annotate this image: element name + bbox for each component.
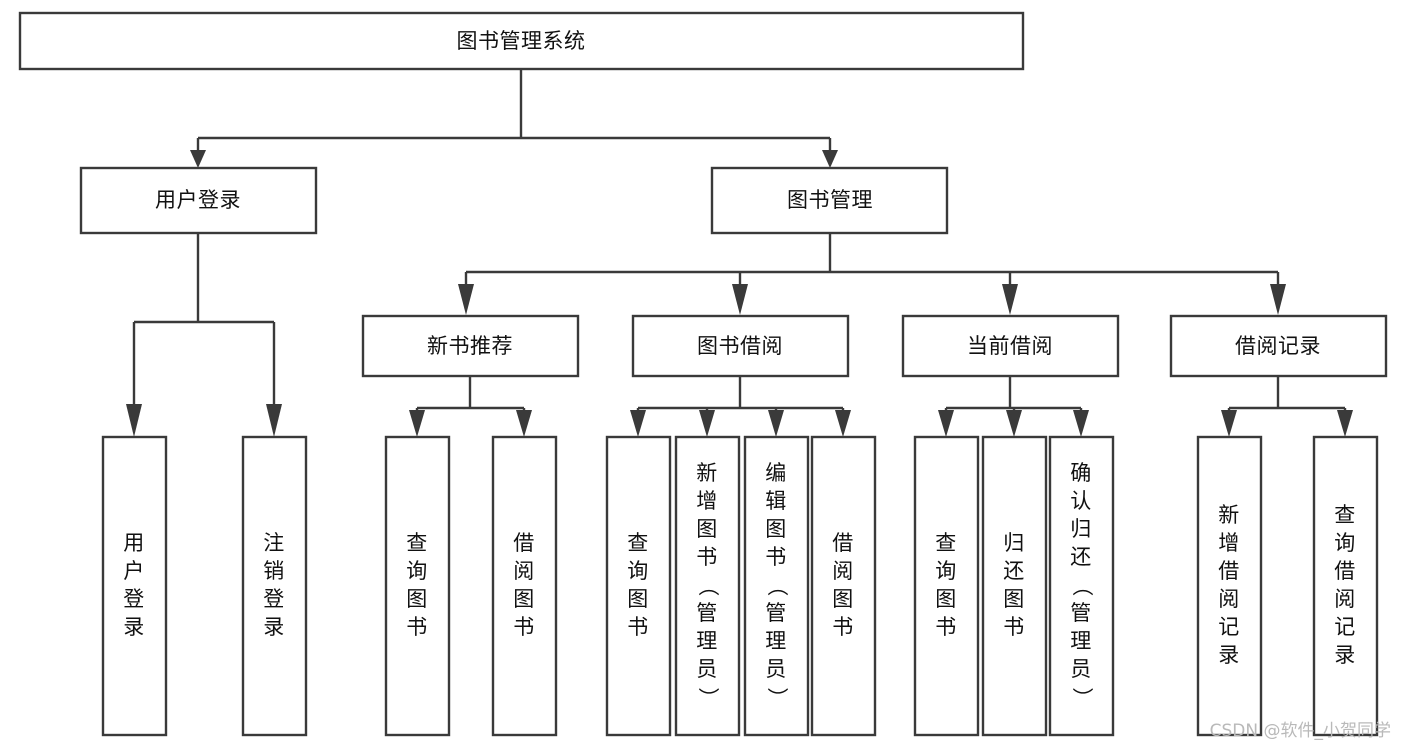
- leaf-add-record-box[interactable]: [1196, 435, 1263, 737]
- leaf-query-book-1-label: 查询图书: [406, 531, 428, 639]
- leaf-user-logout-box[interactable]: [241, 435, 308, 737]
- arrow-head-book-borrow: [732, 284, 748, 315]
- node-new-book-recommend[interactable]: 新书推荐: [361, 314, 580, 378]
- leaf-query-record-box[interactable]: [1312, 435, 1379, 737]
- leaf-edit-book-box[interactable]: [743, 435, 810, 737]
- watermark-label: CSDN @软件_小贺同学: [1209, 721, 1391, 741]
- arrow-head-leaf-add-record: [1221, 410, 1237, 437]
- node-new-book-recommend-label: 新书推荐: [427, 334, 513, 358]
- node-root-box[interactable]: [18, 11, 1025, 71]
- leaf-confirm-return-label: 确认归还管理员: [1070, 461, 1092, 681]
- leaf-borrow-book-1-box[interactable]: [491, 435, 558, 737]
- arrow-head-leaf-user-logout: [266, 404, 282, 437]
- leaf-add-book-box[interactable]: [674, 435, 741, 737]
- leaf-node-borrow-book-2[interactable]: 借阅图书: [810, 435, 877, 737]
- leaf-user-logout-label: 注销登录: [263, 531, 285, 639]
- node-book-manage[interactable]: 图书管理: [710, 166, 949, 235]
- arrow-head-leaf-edit-book: [768, 410, 784, 437]
- node-book-borrow[interactable]: 图书借阅: [631, 314, 850, 378]
- arrow-head-new-book-recommend: [458, 284, 474, 315]
- leaf-query-book-3-label: 查询图书: [935, 531, 957, 639]
- arrow-head-leaf-return-book: [1006, 410, 1022, 437]
- leaf-user-login-label: 用户登录: [123, 531, 145, 639]
- leaf-add-record-label: 新增借阅记录: [1218, 503, 1240, 667]
- leaf-borrow-book-1-label: 借阅图书: [513, 531, 535, 639]
- leaf-node-user-login[interactable]: 用户登录: [101, 435, 168, 737]
- leaf-add-book-label: 新增图书管理员: [696, 461, 718, 681]
- arrow-head-leaf-user-login: [126, 404, 142, 437]
- leaf-node-query-book-1[interactable]: 查询图书: [384, 435, 451, 737]
- arrow-head-book-manage: [822, 150, 838, 168]
- svg-text:（: （: [765, 575, 789, 597]
- arrow-head-leaf-borrow-book-1: [516, 410, 532, 437]
- node-book-manage-box[interactable]: [710, 166, 949, 235]
- node-borrow-record-box[interactable]: [1169, 314, 1388, 378]
- leaf-confirm-return-box[interactable]: [1048, 435, 1115, 737]
- svg-text:（: （: [1070, 575, 1094, 597]
- leaf-node-confirm-return[interactable]: 确认归还管理员 （ ）: [1048, 435, 1115, 737]
- node-borrow-record[interactable]: 借阅记录: [1169, 314, 1388, 378]
- leaf-node-user-logout[interactable]: 注销登录: [241, 435, 308, 737]
- svg-text:）: ）: [765, 687, 789, 709]
- node-root-label: 图书管理系统: [457, 29, 586, 53]
- leaf-borrow-book-2-label: 借阅图书: [832, 531, 854, 639]
- node-user-login-label: 用户登录: [155, 188, 241, 212]
- node-user-login[interactable]: 用户登录: [79, 166, 318, 235]
- arrow-head-current-borrow: [1002, 284, 1018, 315]
- arrow-head-leaf-borrow-book-2: [835, 410, 851, 437]
- leaf-query-book-2-label: 查询图书: [627, 531, 649, 639]
- leaf-node-return-book[interactable]: 归还图书: [981, 435, 1048, 737]
- leaf-node-edit-book[interactable]: 编辑图书管理员 （ ）: [743, 435, 810, 737]
- leaf-edit-book-label: 编辑图书管理员: [765, 461, 787, 681]
- connector-layer: [126, 69, 1353, 437]
- arrow-head-user-login: [190, 150, 206, 168]
- node-new-book-recommend-box[interactable]: [361, 314, 580, 378]
- leaf-return-book-box[interactable]: [981, 435, 1048, 737]
- node-current-borrow-label: 当前借阅: [967, 334, 1053, 358]
- leaf-borrow-book-2-box[interactable]: [810, 435, 877, 737]
- leaf-node-add-record[interactable]: 新增借阅记录: [1196, 435, 1263, 737]
- node-book-borrow-label: 图书借阅: [697, 334, 783, 358]
- leaf-query-record-label: 查询借阅记录: [1334, 503, 1356, 667]
- arrow-head-leaf-add-book: [699, 410, 715, 437]
- arrow-head-leaf-confirm-return: [1073, 410, 1089, 437]
- node-current-borrow[interactable]: 当前借阅: [901, 314, 1120, 378]
- node-user-login-box[interactable]: [79, 166, 318, 235]
- leaf-return-book-label: 归还图书: [1003, 531, 1025, 639]
- leaf-node-query-book-3[interactable]: 查询图书: [913, 435, 980, 737]
- svg-text:）: ）: [1070, 687, 1094, 709]
- node-current-borrow-box[interactable]: [901, 314, 1120, 378]
- leaf-query-book-2-box[interactable]: [605, 435, 672, 737]
- svg-text:）: ）: [696, 687, 720, 709]
- arrow-head-leaf-query-book-1: [409, 410, 425, 437]
- arrow-head-leaf-query-book-3: [938, 410, 954, 437]
- leaf-node-query-book-2[interactable]: 查询图书: [605, 435, 672, 737]
- node-book-manage-label: 图书管理: [787, 188, 873, 212]
- arrow-head-leaf-query-book-2: [630, 410, 646, 437]
- node-borrow-record-label: 借阅记录: [1235, 334, 1321, 358]
- arrow-head-leaf-query-record: [1337, 410, 1353, 437]
- svg-text:（: （: [696, 575, 720, 597]
- node-root[interactable]: 图书管理系统: [18, 11, 1025, 71]
- arrow-head-borrow-record: [1270, 284, 1286, 315]
- leaf-query-book-3-box[interactable]: [913, 435, 980, 737]
- leaf-node-query-record[interactable]: 查询借阅记录: [1312, 435, 1379, 737]
- leaf-query-book-1-box[interactable]: [384, 435, 451, 737]
- node-book-borrow-box[interactable]: [631, 314, 850, 378]
- leaf-node-borrow-book-1[interactable]: 借阅图书: [491, 435, 558, 737]
- leaf-user-login-box[interactable]: [101, 435, 168, 737]
- leaf-node-add-book[interactable]: 新增图书管理员 （ ）: [674, 435, 741, 737]
